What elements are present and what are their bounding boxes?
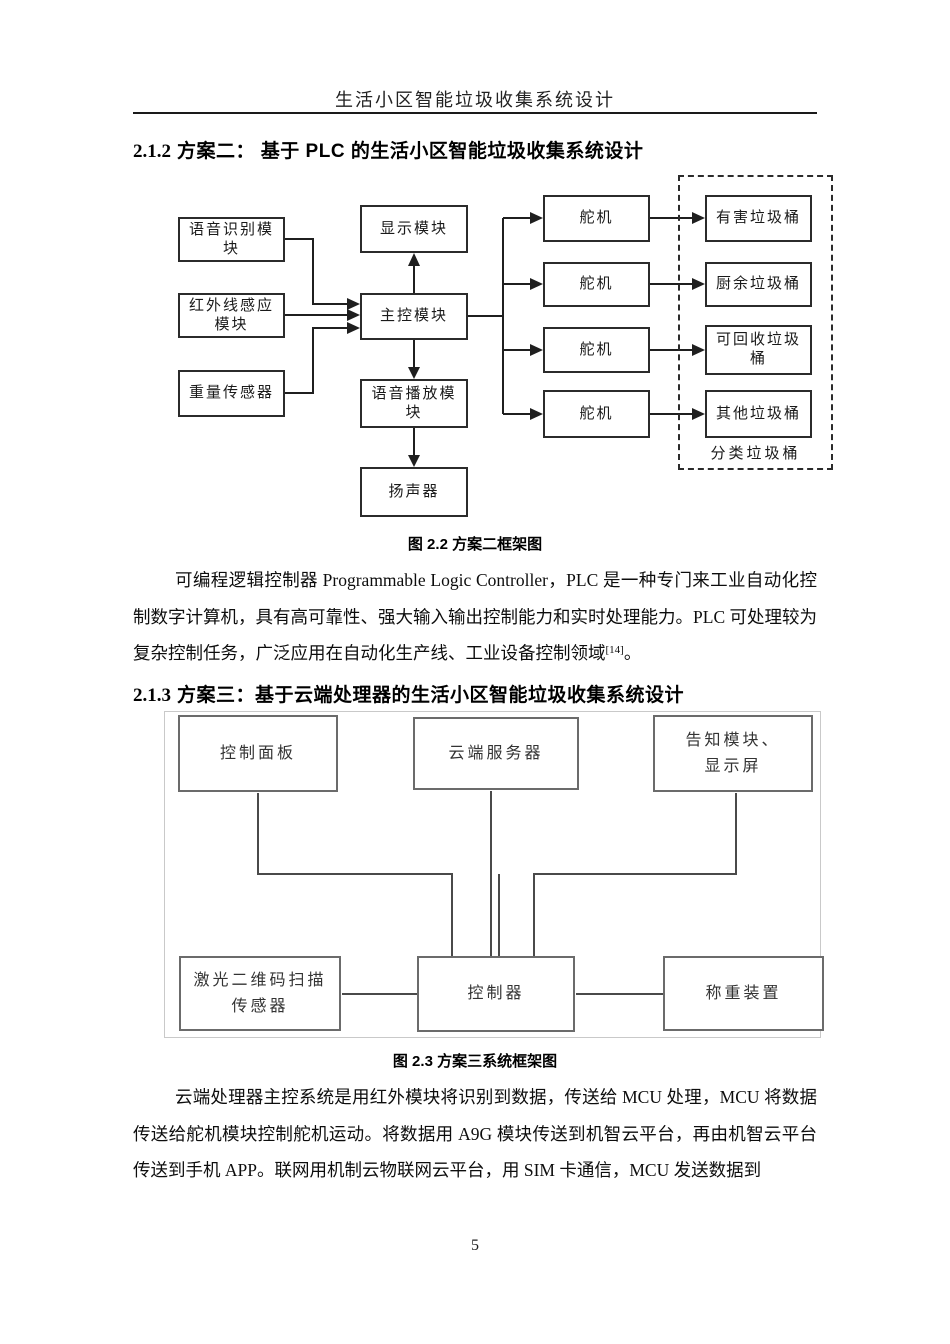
box-cloud-server: 云端服务器 <box>413 717 579 790</box>
paragraph-cloud: 云端处理器主控系统是用红外模块将识别到数据，传送给 MCU 处理，MCU 将数据… <box>133 1079 817 1189</box>
section-number: 2.1.2 <box>133 141 171 162</box>
section-title: 方案二： 基于 PLC 的生活小区智能垃圾收集系统设计 <box>177 141 644 162</box>
box-bin-recyclable: 可回收垃圾 桶 <box>705 325 812 375</box>
figure-2-3-diagram: 控制面板 云端服务器 告知模块、 显示屏 激光二维码扫描 传感器 控制器 称重装… <box>164 711 824 1038</box>
figure-2-2-diagram: 语音识别模 块 红外线感应 模块 重量传感器 显示模块 主控模块 语音播放模 块… <box>133 170 843 525</box>
section-heading-212: 2.1.2 方案二： 基于 PLC 的生活小区智能垃圾收集系统设计 <box>133 136 833 163</box>
box-infrared-sensor-module: 红外线感应 模块 <box>178 293 285 338</box>
box-weighing-device: 称重装置 <box>663 956 824 1031</box>
figure-2-2-caption: 图 2.2 方案二框架图 <box>407 536 543 553</box>
box-servo-4: 舵机 <box>543 390 650 438</box>
citation-14: [14] <box>605 644 624 656</box>
box-control-panel: 控制面板 <box>178 715 338 792</box>
box-main-control-module: 主控模块 <box>360 293 468 340</box>
figure-2-3-caption: 图 2.3 方案三系统框架图 <box>392 1053 558 1070</box>
paragraph-plc-tail: 。 <box>623 643 642 663</box>
box-servo-2: 舵机 <box>543 262 650 307</box>
box-speaker: 扬声器 <box>360 467 468 517</box>
box-laser-qr-scanner: 激光二维码扫描 传感器 <box>179 956 341 1031</box>
section-title: 方案三：基于云端处理器的生活小区智能垃圾收集系统设计 <box>177 685 685 706</box>
box-voice-playback-module: 语音播放模 块 <box>360 379 468 428</box>
box-weight-sensor: 重量传感器 <box>178 370 285 417</box>
classified-bins-group-frame <box>678 175 833 470</box>
page-number: 5 <box>471 1237 479 1254</box>
fig23-connectors <box>257 791 737 995</box>
box-voice-recognition-module: 语音识别模 块 <box>178 217 285 262</box>
box-bin-harmful: 有害垃圾桶 <box>705 195 812 242</box>
box-bin-other: 其他垃圾桶 <box>705 390 812 438</box>
paragraph-plc: 可编程逻辑控制器 Programmable Logic Controller，P… <box>133 562 817 672</box>
box-bin-kitchen: 厨余垃圾桶 <box>705 262 812 307</box>
section-number: 2.1.3 <box>133 685 171 706</box>
paragraph-cloud-text: 云端处理器主控系统是用红外模块将识别到数据，传送给 MCU 处理，MCU 将数据… <box>133 1087 817 1180</box>
box-servo-1: 舵机 <box>543 195 650 242</box>
box-display-module: 显示模块 <box>360 205 468 253</box>
section-heading-213: 2.1.3 方案三：基于云端处理器的生活小区智能垃圾收集系统设计 <box>133 680 833 707</box>
classified-bins-group-label: 分类垃圾桶 <box>710 446 801 462</box>
page-header-title: 生活小区智能垃圾收集系统设计 <box>335 90 615 110</box>
box-servo-3: 舵机 <box>543 327 650 373</box>
paragraph-plc-text: 可编程逻辑控制器 Programmable Logic Controller，P… <box>133 570 817 663</box>
box-controller: 控制器 <box>417 956 575 1032</box>
fig22-connectors <box>285 212 705 467</box>
box-notify-display: 告知模块、 显示屏 <box>653 715 813 792</box>
header-rule <box>133 112 817 114</box>
